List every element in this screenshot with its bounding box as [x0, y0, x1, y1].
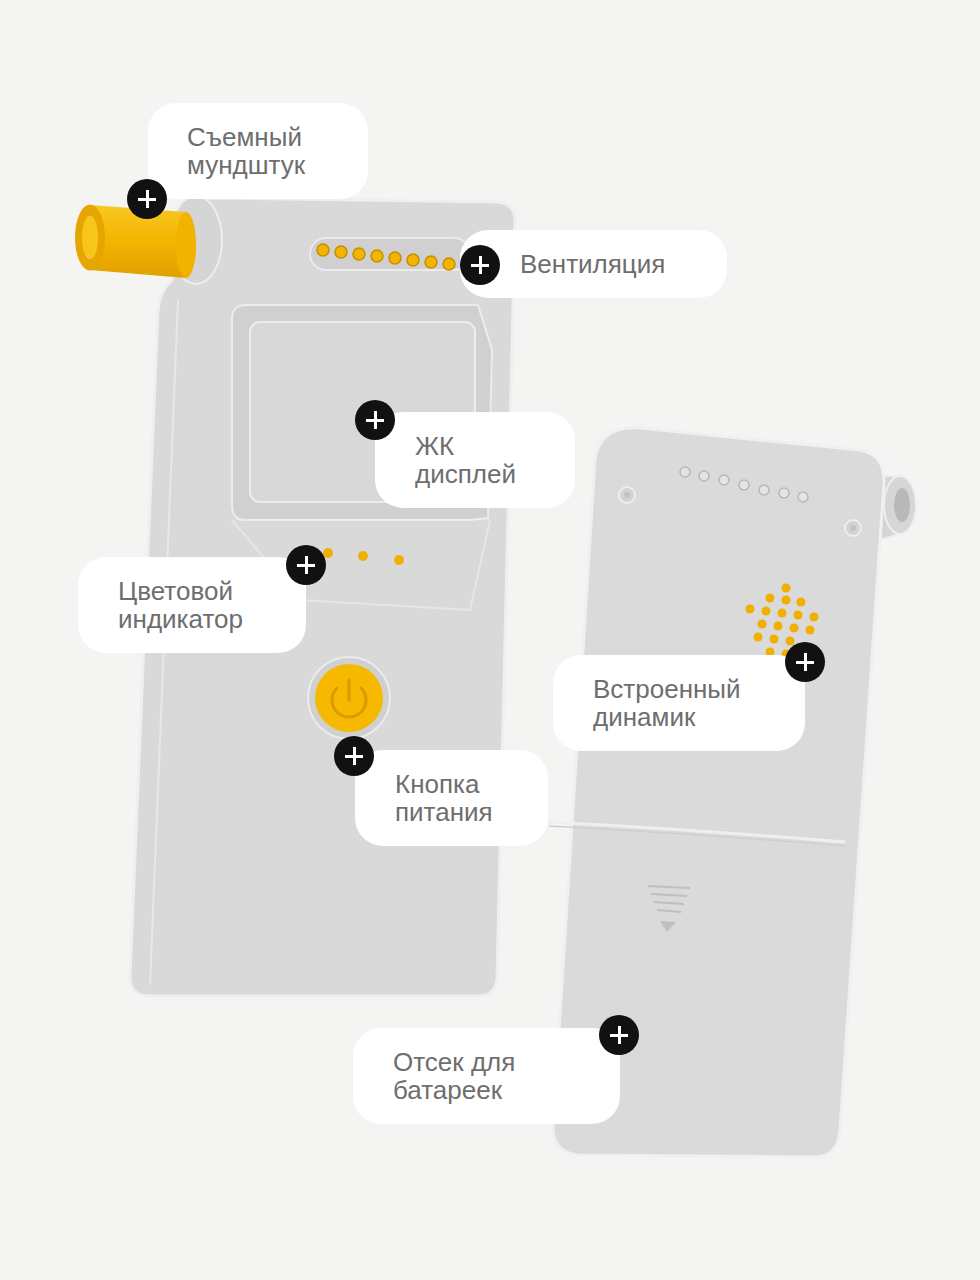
plus-marker: [785, 642, 825, 682]
callout-box: Цветовой индикатор: [78, 557, 306, 653]
callout-label: Цветовой индикатор: [118, 577, 286, 633]
device-front: [75, 196, 515, 996]
callout-box: Кнопка питания: [355, 750, 548, 846]
callout-label: Отсек для батареек: [393, 1048, 600, 1104]
plus-marker: [127, 179, 167, 219]
plus-marker: [334, 736, 374, 776]
plus-marker: [355, 400, 395, 440]
callout-box: Встроенный динамик: [553, 655, 805, 751]
callout-label: Кнопка питания: [395, 770, 528, 826]
callout-box: Вентиляция: [460, 230, 727, 298]
plus-marker: [286, 545, 326, 585]
device-back: [549, 428, 916, 1157]
callout-box: ЖК дисплей: [375, 412, 575, 508]
plus-marker: [460, 245, 500, 285]
callout-label: Встроенный динамик: [593, 675, 785, 731]
callout-label: Съемный мундштук: [187, 123, 348, 179]
callout-label: ЖК дисплей: [415, 432, 555, 488]
callout-box: Отсек для батареек: [353, 1028, 620, 1124]
callout-label: Вентиляция: [520, 250, 707, 278]
callout-box: Съемный мундштук: [148, 103, 368, 199]
plus-marker: [599, 1015, 639, 1055]
